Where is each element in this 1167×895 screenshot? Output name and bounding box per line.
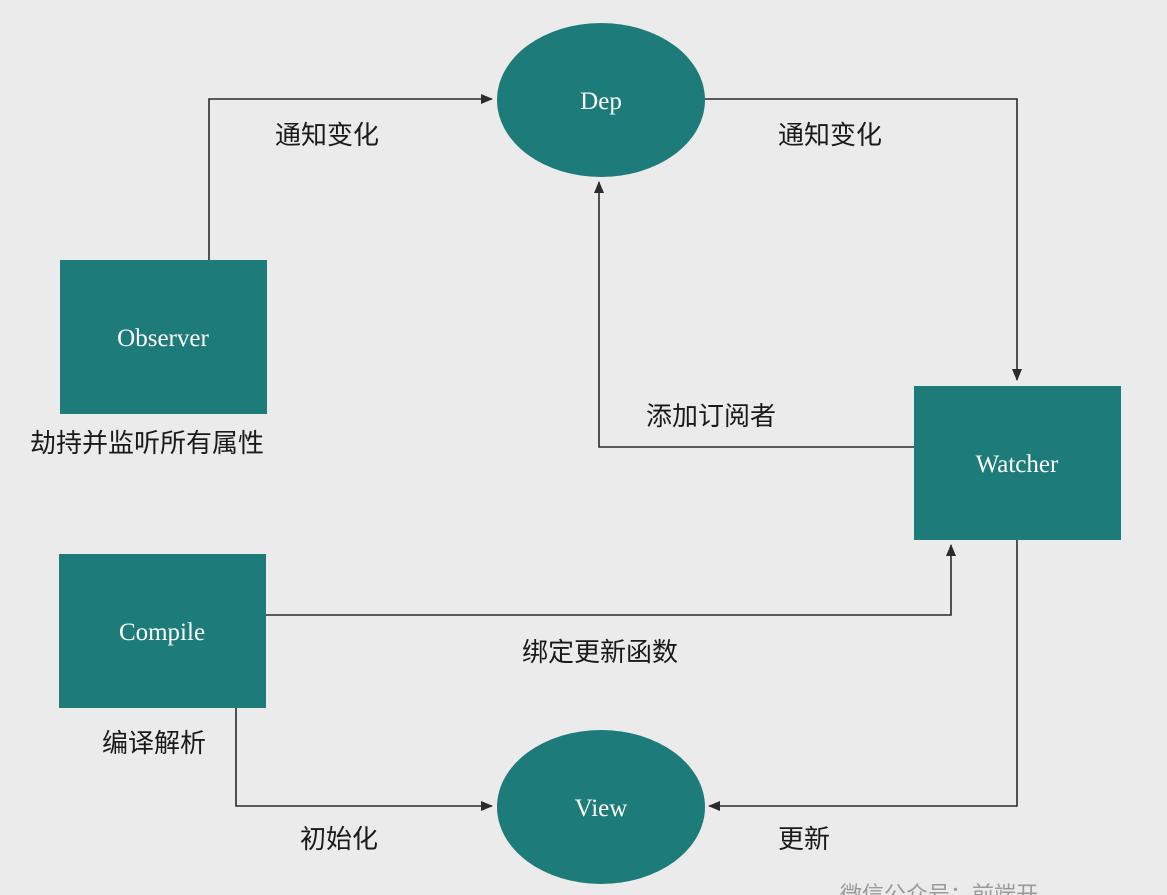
dep-node: Dep — [497, 23, 705, 177]
edge-compile-to-watcher — [266, 544, 956, 616]
observer-caption: 劫持并监听所有属性 — [30, 429, 264, 459]
compile-label: Compile — [119, 619, 205, 646]
edge-label-watcher-to-dep: 添加订阅者 — [646, 402, 776, 432]
edge-compile-to-view — [235, 708, 493, 811]
compile-node: Compile — [59, 554, 266, 708]
watcher-node: Watcher — [914, 386, 1121, 540]
edge-label-observer-to-dep: 通知变化 — [275, 121, 379, 151]
edge-label-watcher-to-view: 更新 — [778, 825, 830, 855]
edge-label-dep-to-watcher: 通知变化 — [778, 121, 882, 151]
view-label: View — [575, 795, 628, 822]
compile-caption: 编译解析 — [102, 729, 206, 759]
edge-watcher-to-dep — [594, 181, 914, 448]
dep-label: Dep — [580, 88, 622, 115]
watcher-label: Watcher — [976, 451, 1059, 478]
edge-label-compile-to-watcher: 绑定更新函数 — [522, 638, 678, 668]
edge-observer-to-dep — [208, 94, 493, 260]
edge-watcher-to-view — [708, 540, 1018, 811]
observer-label: Observer — [117, 325, 209, 352]
edge-label-compile-to-view: 初始化 — [300, 825, 378, 855]
watermark-text: 微信公众号：前端开 — [840, 883, 1038, 895]
edge-dep-to-watcher — [704, 98, 1022, 381]
view-node: View — [497, 730, 705, 884]
observer-node: Observer — [60, 260, 267, 414]
